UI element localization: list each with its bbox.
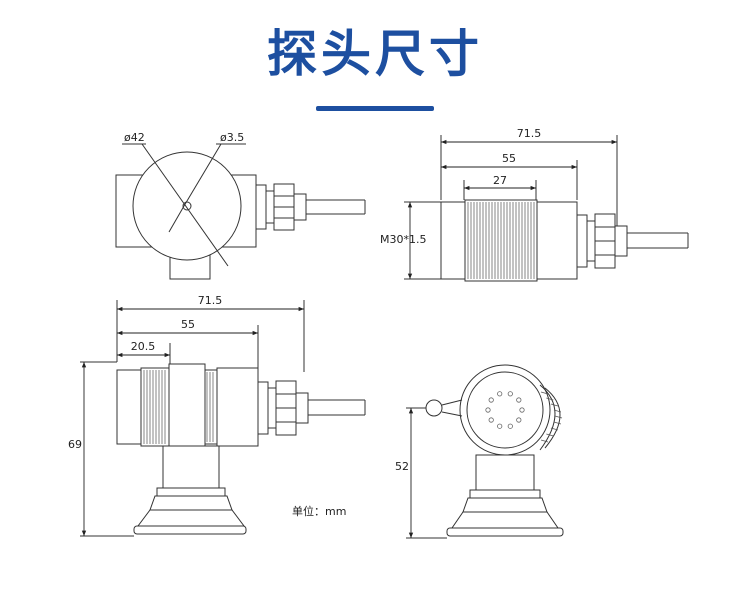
- asm-total-length-label: 71.5: [198, 294, 223, 307]
- asm-thread-length-label: 20.5: [131, 340, 156, 353]
- end-height-label: 52: [395, 460, 409, 473]
- side-body-length-label: 55: [502, 152, 516, 165]
- page-title: 探头尺寸: [267, 25, 483, 83]
- front-dia-hole-label: ø3.5: [220, 131, 244, 144]
- side-total-length-label: 71.5: [517, 127, 542, 140]
- side-thread-length-label: 27: [493, 174, 507, 187]
- front-view: [115, 143, 366, 280]
- side-view: [404, 135, 689, 282]
- assembly-view: [80, 300, 366, 537]
- side-thread-spec-label: M30*1.5: [380, 233, 426, 246]
- front-dia-outer-label: ø42: [124, 131, 145, 144]
- unit-label: 单位：mm: [292, 504, 346, 518]
- asm-body-length-label: 55: [181, 318, 195, 331]
- end-view: [406, 364, 564, 539]
- asm-height-label: 69: [68, 438, 82, 451]
- title-underline: [316, 106, 434, 111]
